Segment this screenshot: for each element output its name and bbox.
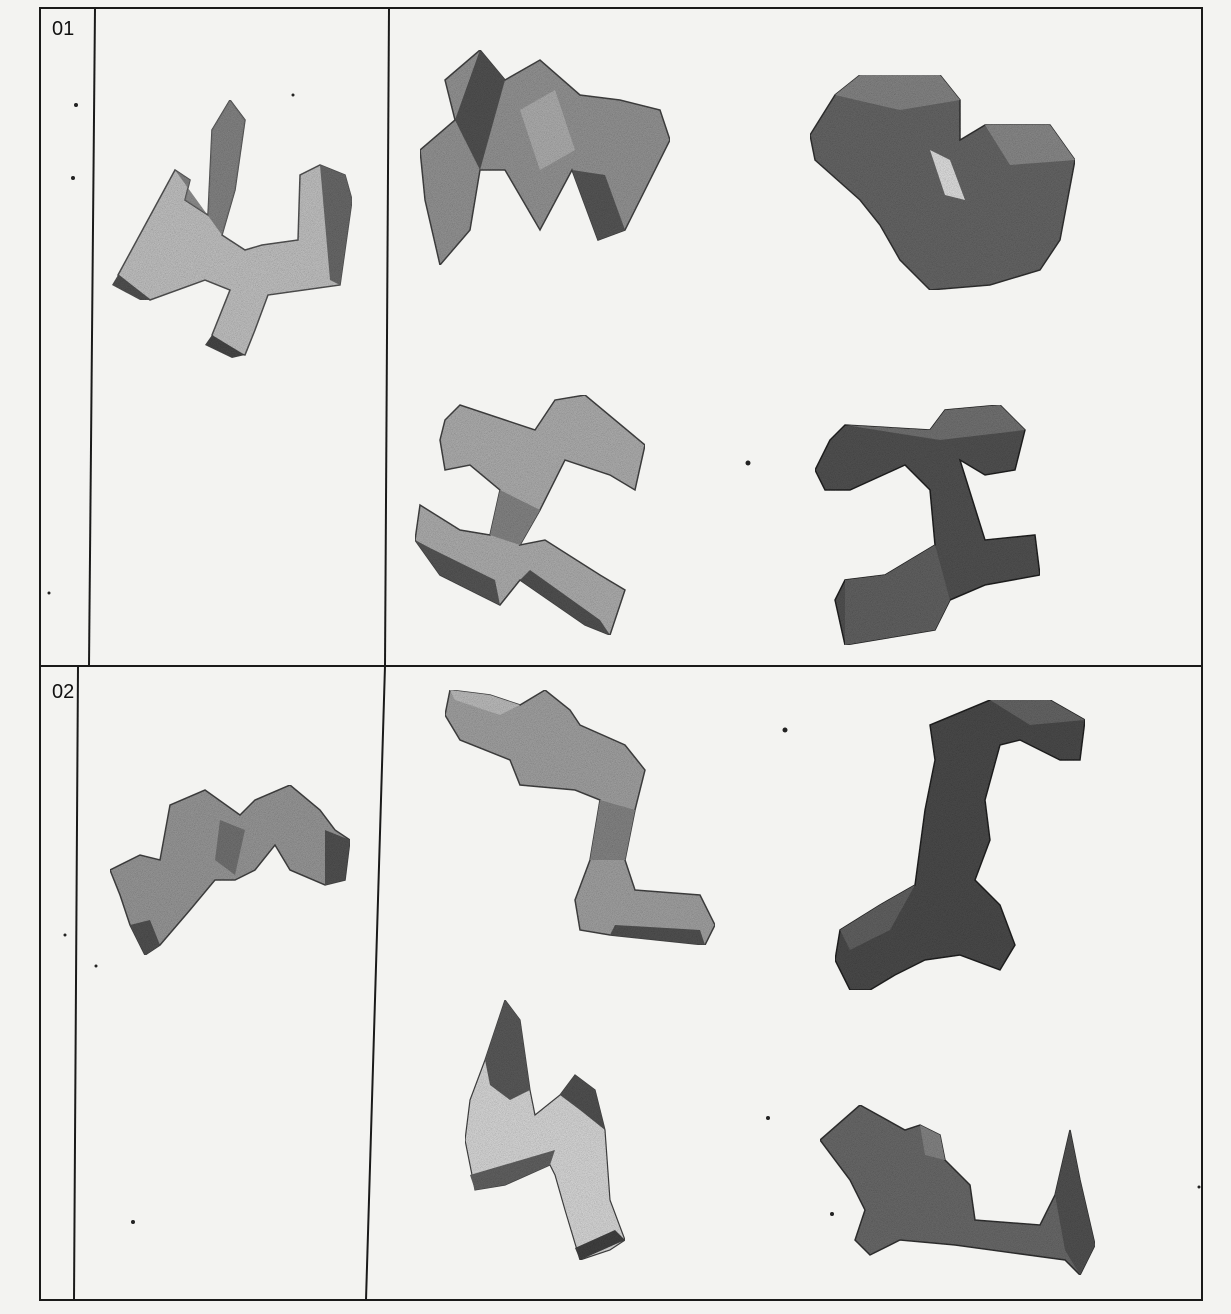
q2-option-b-figure bbox=[835, 700, 1085, 990]
q2-option-d-figure bbox=[820, 1105, 1095, 1275]
q2-option-a-figure bbox=[445, 690, 715, 945]
q1-option-c-figure bbox=[415, 395, 645, 635]
q1-option-b-figure bbox=[810, 75, 1075, 290]
question-number-01: 01 bbox=[52, 18, 74, 41]
q1-reference-figure bbox=[112, 100, 352, 358]
question-number-02: 02 bbox=[52, 681, 74, 704]
q1-option-a-figure bbox=[420, 50, 670, 265]
q2-option-c-figure bbox=[465, 1000, 625, 1260]
q1-option-d-figure bbox=[815, 405, 1040, 645]
q2-reference-figure bbox=[110, 785, 350, 955]
